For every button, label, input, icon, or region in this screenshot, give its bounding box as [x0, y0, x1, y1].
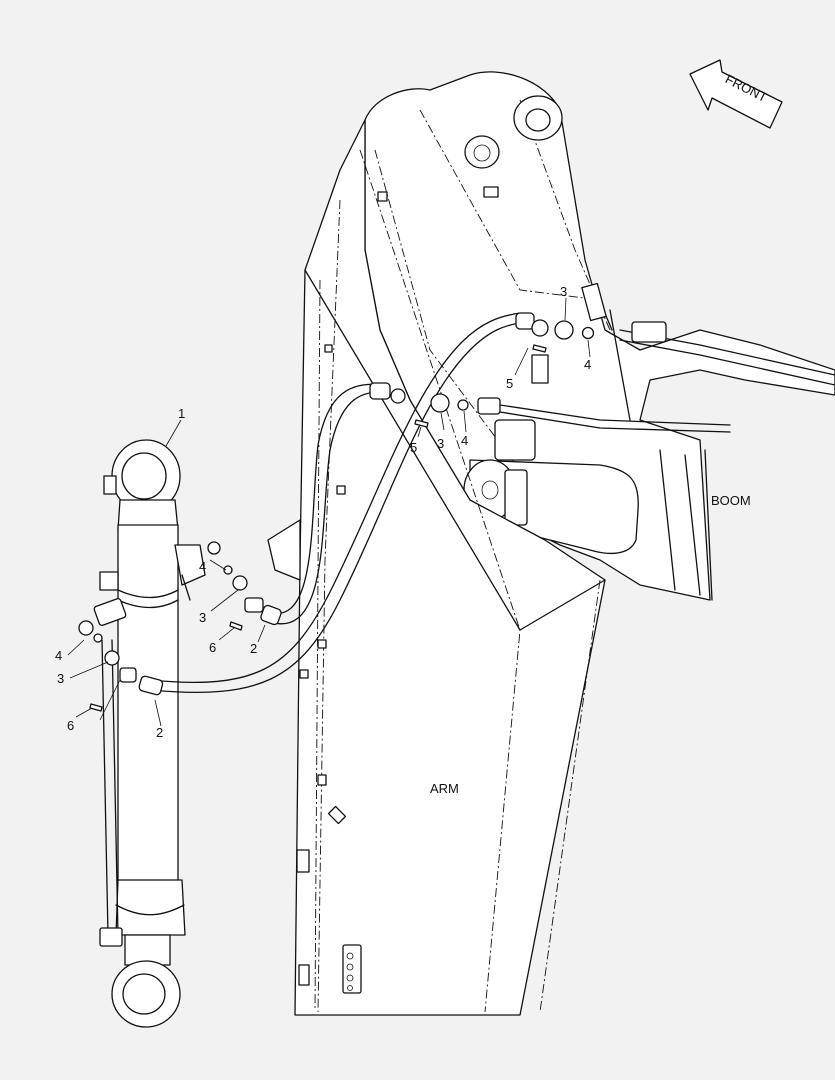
callout-4: 4	[55, 648, 62, 663]
callout-3: 3	[560, 284, 567, 299]
callout-3: 3	[437, 436, 444, 451]
callout-4: 4	[461, 433, 468, 448]
callout-3: 3	[199, 610, 206, 625]
callout-6: 6	[67, 718, 74, 733]
front-direction-arrow: FRONT	[689, 59, 783, 129]
callout-6: 6	[209, 640, 216, 655]
callout-1: 1	[178, 406, 185, 421]
callouts: 1 2 2 3 3 3 3 4 4 4 4 5 5 6 6	[55, 284, 591, 740]
callout-2: 2	[250, 641, 257, 656]
hoses	[138, 312, 535, 696]
callout-4: 4	[584, 357, 591, 372]
callout-4: 4	[199, 559, 206, 574]
fittings	[78, 319, 595, 712]
callout-2: 2	[156, 725, 163, 740]
callout-5: 5	[410, 440, 417, 455]
arm-label: ARM	[430, 781, 459, 796]
arm-structure	[267, 119, 606, 1016]
boom-label: BOOM	[711, 493, 751, 508]
arm-cylinder	[93, 439, 206, 1028]
callout-5: 5	[506, 376, 513, 391]
callout-3: 3	[57, 671, 64, 686]
leader-lines	[67, 297, 591, 727]
